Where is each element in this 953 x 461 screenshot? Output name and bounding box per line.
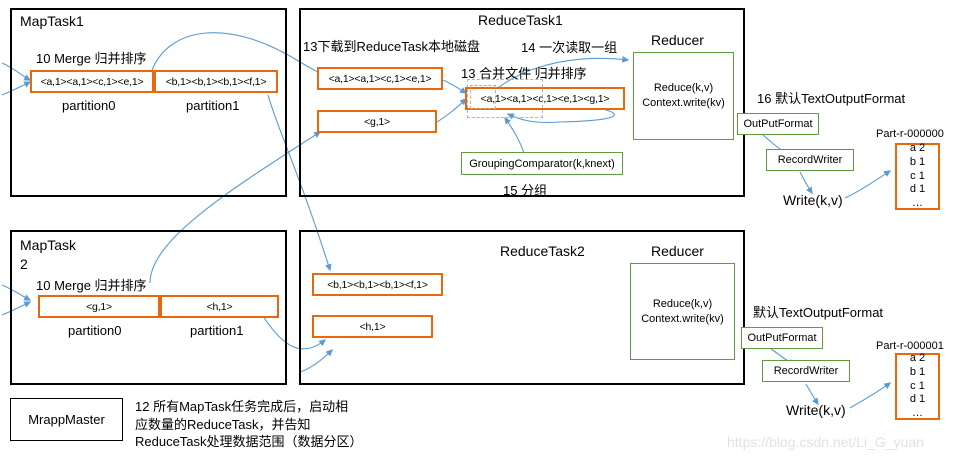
reducetask2-file-b-value: <h,1> [359, 320, 386, 333]
reducetask1-merged-box[interactable]: <a,1><a,1><c,1><e,1><g,1> [465, 87, 625, 110]
grouping-step-label: 15 分组 [503, 183, 548, 198]
panel-maptask1 [10, 8, 287, 197]
output-bottom-part-file-box[interactable]: a 2 b 1 c 1 d 1 … [895, 352, 940, 421]
reducer2-title: Reducer [651, 243, 704, 259]
reducetask1-merge-label: 13 合并文件 归并排序 [461, 66, 587, 81]
reducetask2-file-a-value: <b,1><b,1><b,1><f,1> [327, 278, 428, 291]
maptask1-title: MapTask1 [20, 13, 84, 29]
mrappmaster-description: 12 所有MapTask任务完成后，启动相 应数量的ReduceTask，并告知… [135, 399, 363, 450]
reducetask2-title: ReduceTask2 [500, 243, 585, 259]
maptask1-partition1-label: partition1 [186, 98, 240, 113]
part-row: b 1 [909, 365, 926, 378]
output-bottom-part-name: Part-r-000001 [876, 340, 944, 352]
reducetask1-download-label: 13下载到ReduceTask本地磁盘 [303, 39, 480, 54]
reducetask1-merged-value: <a,1><a,1><c,1><e,1><g,1> [480, 92, 610, 105]
maptask1-partition1-value: <b,1><b,1><b,1><f,1> [165, 75, 267, 88]
output-bottom-part-rows: a 2 b 1 c 1 d 1 … [910, 352, 925, 421]
output-top-outputformat-label: OutPutFormat [743, 118, 813, 130]
output-bottom-format-note: 默认TextOutputFormat [753, 305, 884, 320]
panel-maptask2 [10, 230, 287, 385]
watermark: https://blog.csdn.net/Li_G_yuan [727, 434, 924, 450]
part-row: b 1 [909, 155, 926, 168]
output-bottom-recordwriter-box[interactable]: RecordWriter [762, 360, 850, 382]
maptask1-partition0-label: partition0 [62, 98, 116, 113]
reducer2-box[interactable]: Reduce(k,v) Context.write(kv) [630, 263, 735, 360]
output-top-recordwriter-label: RecordWriter [777, 154, 843, 166]
reducetask1-readgroup-label: 14 一次读取一组 [521, 40, 618, 55]
maptask2-partition1-box[interactable]: <h,1> [160, 295, 279, 318]
grouping-comparator-box[interactable]: GroupingComparator(k,knext) [461, 152, 623, 175]
reducer1-box[interactable]: Reduce(k,v) Context.write(kv) [633, 52, 734, 140]
selection-marquee-inner [470, 85, 496, 109]
reducer2-body: Reduce(k,v) Context.write(kv) [641, 297, 724, 325]
output-top-format-note: 16 默认TextOutputFormat [757, 91, 906, 106]
reducetask1-file-b-value: <g,1> [364, 115, 390, 128]
reducetask1-file-a-box[interactable]: <a,1><a,1><c,1><e,1> [317, 67, 443, 90]
output-top-part-rows: a 2 b 1 c 1 d 1 … [910, 142, 925, 211]
reducetask1-file-b-box[interactable]: <g,1> [317, 110, 437, 133]
maptask2-partition1-label: partition1 [190, 323, 244, 338]
maptask1-merge-label: 10 Merge 归并排序 [36, 51, 147, 66]
reducetask1-title: ReduceTask1 [478, 12, 563, 28]
output-bottom-outputformat-label: OutPutFormat [747, 332, 817, 344]
part-row: a 2 [909, 142, 926, 155]
output-bottom-outputformat-box[interactable]: OutPutFormat [741, 327, 823, 349]
output-top-outputformat-box[interactable]: OutPutFormat [737, 113, 819, 135]
part-row: d 1 [909, 393, 926, 406]
part-row: d 1 [909, 183, 926, 196]
output-top-write-label: Write(k,v) [783, 192, 843, 208]
maptask2-partition1-value: <h,1> [206, 300, 233, 313]
part-row: a 2 [909, 352, 926, 365]
maptask1-partition0-value: <a,1><a,1><c,1><e,1> [40, 75, 144, 88]
maptask2-partition0-value: <g,1> [86, 300, 112, 313]
maptask2-title: MapTask 2 [20, 237, 77, 272]
output-top-recordwriter-box[interactable]: RecordWriter [766, 149, 854, 171]
maptask2-merge-label: 10 Merge 归并排序 [36, 278, 147, 293]
selection-marquee [467, 79, 543, 118]
mrappmaster-box[interactable]: MrappMaster [10, 398, 123, 441]
reducer1-title: Reducer [651, 32, 704, 48]
part-row: … [911, 197, 923, 210]
maptask1-partition0-box[interactable]: <a,1><a,1><c,1><e,1> [30, 70, 154, 93]
part-row: c 1 [910, 169, 925, 182]
maptask2-partition0-box[interactable]: <g,1> [38, 295, 160, 318]
part-row: … [911, 407, 923, 420]
reducetask2-file-a-box[interactable]: <b,1><b,1><b,1><f,1> [312, 273, 443, 296]
grouping-comparator-label: GroupingComparator(k,knext) [469, 157, 615, 170]
output-top-part-name: Part-r-000000 [876, 128, 944, 140]
panel-reducetask1 [299, 8, 745, 197]
reducetask1-file-a-value: <a,1><a,1><c,1><e,1> [328, 72, 432, 85]
maptask2-partition0-label: partition0 [68, 323, 122, 338]
part-row: c 1 [910, 379, 925, 392]
maptask1-partition1-box[interactable]: <b,1><b,1><b,1><f,1> [154, 70, 278, 93]
output-bottom-recordwriter-label: RecordWriter [773, 365, 839, 377]
reducetask2-file-b-box[interactable]: <h,1> [312, 315, 433, 338]
output-top-part-file-box[interactable]: a 2 b 1 c 1 d 1 … [895, 142, 940, 211]
mrappmaster-label: MrappMaster [28, 412, 105, 427]
reducer1-body: Reduce(k,v) Context.write(kv) [642, 82, 725, 109]
output-bottom-write-label: Write(k,v) [786, 402, 846, 418]
panel-reducetask2 [299, 230, 745, 385]
